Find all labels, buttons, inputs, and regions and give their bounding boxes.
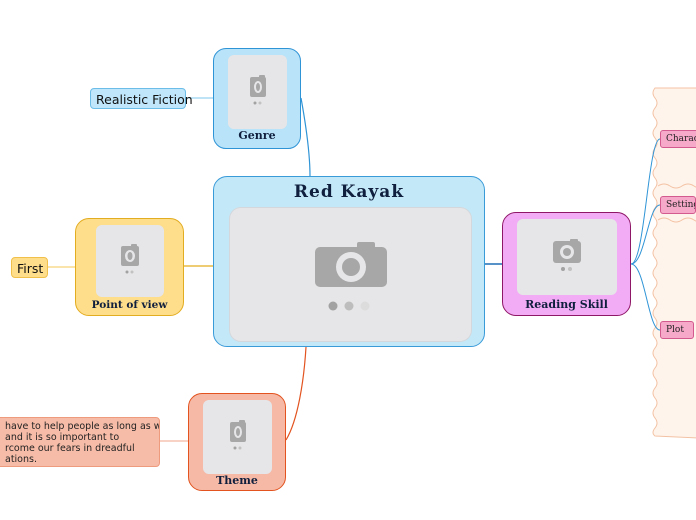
theme-leaf-line: ations.: [5, 454, 37, 465]
reading-skill-title: Reading Skill: [525, 298, 608, 311]
point-of-view-node[interactable]: Point of view: [75, 218, 184, 316]
point-of-view-image-placeholder: [96, 225, 164, 297]
genre-image-placeholder: [228, 55, 287, 129]
reading-skill-child-plot[interactable]: Plot: [660, 321, 694, 339]
reading-skill-image-placeholder: [517, 219, 617, 295]
camera-icon: [314, 241, 387, 292]
theme-image-placeholder: [203, 400, 272, 474]
theme-title: Theme: [216, 474, 258, 487]
point-of-view-leaf-topic[interactable]: First: [11, 257, 48, 278]
theme-leaf-line: and it is so important to: [5, 432, 120, 443]
central-image-placeholder: [229, 207, 472, 342]
theme-leaf-line: have to help people as long as we: [5, 421, 160, 432]
camera-icon: [248, 75, 268, 109]
genre-node[interactable]: Genre: [213, 48, 301, 149]
point-of-view-title: Point of view: [91, 299, 168, 311]
carousel-dots-icon: [328, 296, 372, 315]
camera-icon: [552, 239, 582, 275]
theme-leaf-line: rcome our fears in dreadful: [5, 443, 135, 454]
central-topic-title: Red Kayak: [293, 182, 405, 202]
reading-skill-child-setting[interactable]: Setting: [660, 196, 696, 214]
camera-icon: [120, 244, 140, 278]
genre-title: Genre: [238, 129, 276, 142]
theme-node[interactable]: Theme: [188, 393, 286, 491]
theme-leaf-topic[interactable]: have to help people as long as we and it…: [0, 417, 160, 467]
genre-leaf-topic[interactable]: Realistic Fiction: [90, 88, 193, 109]
camera-icon: [228, 420, 248, 454]
central-topic-node[interactable]: Red Kayak: [213, 176, 485, 347]
reading-skill-child-character[interactable]: Characte: [660, 130, 696, 148]
reading-skill-node[interactable]: Reading Skill: [502, 212, 631, 316]
